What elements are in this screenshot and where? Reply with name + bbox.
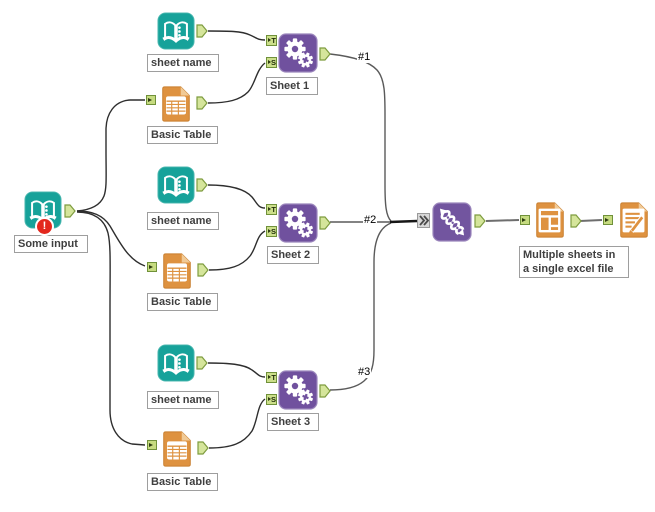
wire-input-to-table1	[76, 99, 145, 212]
wire-union-trunk	[389, 219, 418, 224]
annotation-sheet-2[interactable]: Sheet 2	[267, 246, 319, 264]
annotation-basic-table-1[interactable]: Basic Table	[147, 126, 218, 144]
annotation-some-input[interactable]: Some input	[14, 235, 88, 253]
tool-report-text-1[interactable]	[278, 33, 318, 73]
input-anchor-t[interactable]: T	[266, 372, 277, 383]
tool-report-text-3[interactable]	[278, 370, 318, 410]
wire-sheet1-to-union	[329, 53, 392, 222]
tool-basic-table-3[interactable]	[158, 430, 196, 468]
connection-tag-2: #2	[363, 214, 378, 226]
wire-input-to-table3	[76, 211, 146, 446]
output-anchor[interactable]	[196, 24, 208, 43]
input-anchor[interactable]	[603, 215, 613, 225]
output-anchor[interactable]	[570, 214, 582, 233]
wire-table3-to-s	[208, 398, 266, 449]
output-anchor[interactable]	[197, 263, 209, 282]
input-anchor-t[interactable]: T	[266, 35, 277, 46]
gears-icon	[278, 370, 318, 410]
input-anchor[interactable]	[147, 440, 157, 450]
annotation-multiple-sheets[interactable]: Multiple sheets in a single excel file	[519, 246, 629, 278]
input-anchor-s[interactable]: S	[266, 57, 277, 68]
annotation-sheet-name-2[interactable]: sheet name	[147, 212, 219, 230]
output-anchor[interactable]	[197, 441, 209, 460]
wire-sheetname1-to-t	[207, 30, 266, 41]
output-anchor[interactable]	[319, 47, 331, 66]
input-anchor[interactable]	[147, 262, 157, 272]
wire-table2-to-s	[208, 230, 266, 271]
gears-icon	[278, 33, 318, 73]
input-anchor-s[interactable]: S	[266, 226, 277, 237]
tool-render[interactable]	[615, 201, 653, 239]
annotation-sheet-3[interactable]: Sheet 3	[267, 413, 319, 431]
input-anchor-s[interactable]: S	[266, 394, 277, 405]
output-anchor[interactable]	[196, 96, 208, 115]
annotation-basic-table-2[interactable]: Basic Table	[147, 293, 218, 311]
output-anchor[interactable]	[64, 204, 76, 223]
tool-text-input-1[interactable]	[157, 12, 195, 50]
wire-sheetname3-to-t	[207, 362, 266, 378]
tool-report-text-2[interactable]	[278, 203, 318, 243]
annotation-line-1: Multiple sheets in	[523, 249, 616, 261]
layout-document-icon	[531, 201, 569, 239]
input-anchor[interactable]	[520, 215, 530, 225]
input-anchor-t[interactable]: T	[266, 204, 277, 215]
output-anchor[interactable]	[196, 356, 208, 375]
error-badge-icon: !	[35, 217, 54, 236]
wire-sheetname2-to-t	[207, 184, 266, 209]
connection-tag-3: #3	[357, 366, 372, 378]
open-book-icon	[157, 166, 195, 204]
tool-text-input-2[interactable]	[157, 166, 195, 204]
tool-text-input-3[interactable]	[157, 344, 195, 382]
multi-input-anchor[interactable]	[417, 213, 430, 228]
write-document-icon	[615, 201, 653, 239]
connection-tag-1: #1	[357, 51, 372, 63]
output-anchor[interactable]	[319, 216, 331, 235]
double-chevron-anchor-icon	[419, 215, 429, 226]
tool-basic-table-2[interactable]	[158, 252, 196, 290]
output-anchor[interactable]	[196, 178, 208, 197]
table-document-icon	[158, 430, 196, 468]
tool-layout[interactable]	[531, 201, 569, 239]
input-anchor[interactable]	[146, 95, 156, 105]
annotation-sheet-name-3[interactable]: sheet name	[147, 391, 219, 409]
open-book-icon	[157, 344, 195, 382]
wire-sheet3-to-union	[329, 222, 392, 391]
gears-icon	[278, 203, 318, 243]
wire-table1-to-s	[207, 62, 266, 104]
wire-input-to-table2	[76, 210, 146, 267]
dna-helix-icon	[432, 202, 472, 242]
output-anchor[interactable]	[474, 214, 486, 233]
open-book-icon	[157, 12, 195, 50]
annotation-sheet-1[interactable]: Sheet 1	[266, 77, 318, 95]
wire-layout-to-render	[579, 219, 603, 222]
tool-join-multiple[interactable]	[432, 202, 472, 242]
annotation-basic-table-3[interactable]: Basic Table	[147, 473, 218, 491]
annotation-sheet-name-1[interactable]: sheet name	[147, 54, 219, 72]
annotation-line-2: a single excel file	[523, 263, 614, 275]
output-anchor[interactable]	[319, 384, 331, 403]
tool-basic-table-1[interactable]	[157, 85, 195, 123]
table-document-icon	[157, 85, 195, 123]
table-document-icon	[158, 252, 196, 290]
wire-union-to-layout	[485, 219, 520, 222]
